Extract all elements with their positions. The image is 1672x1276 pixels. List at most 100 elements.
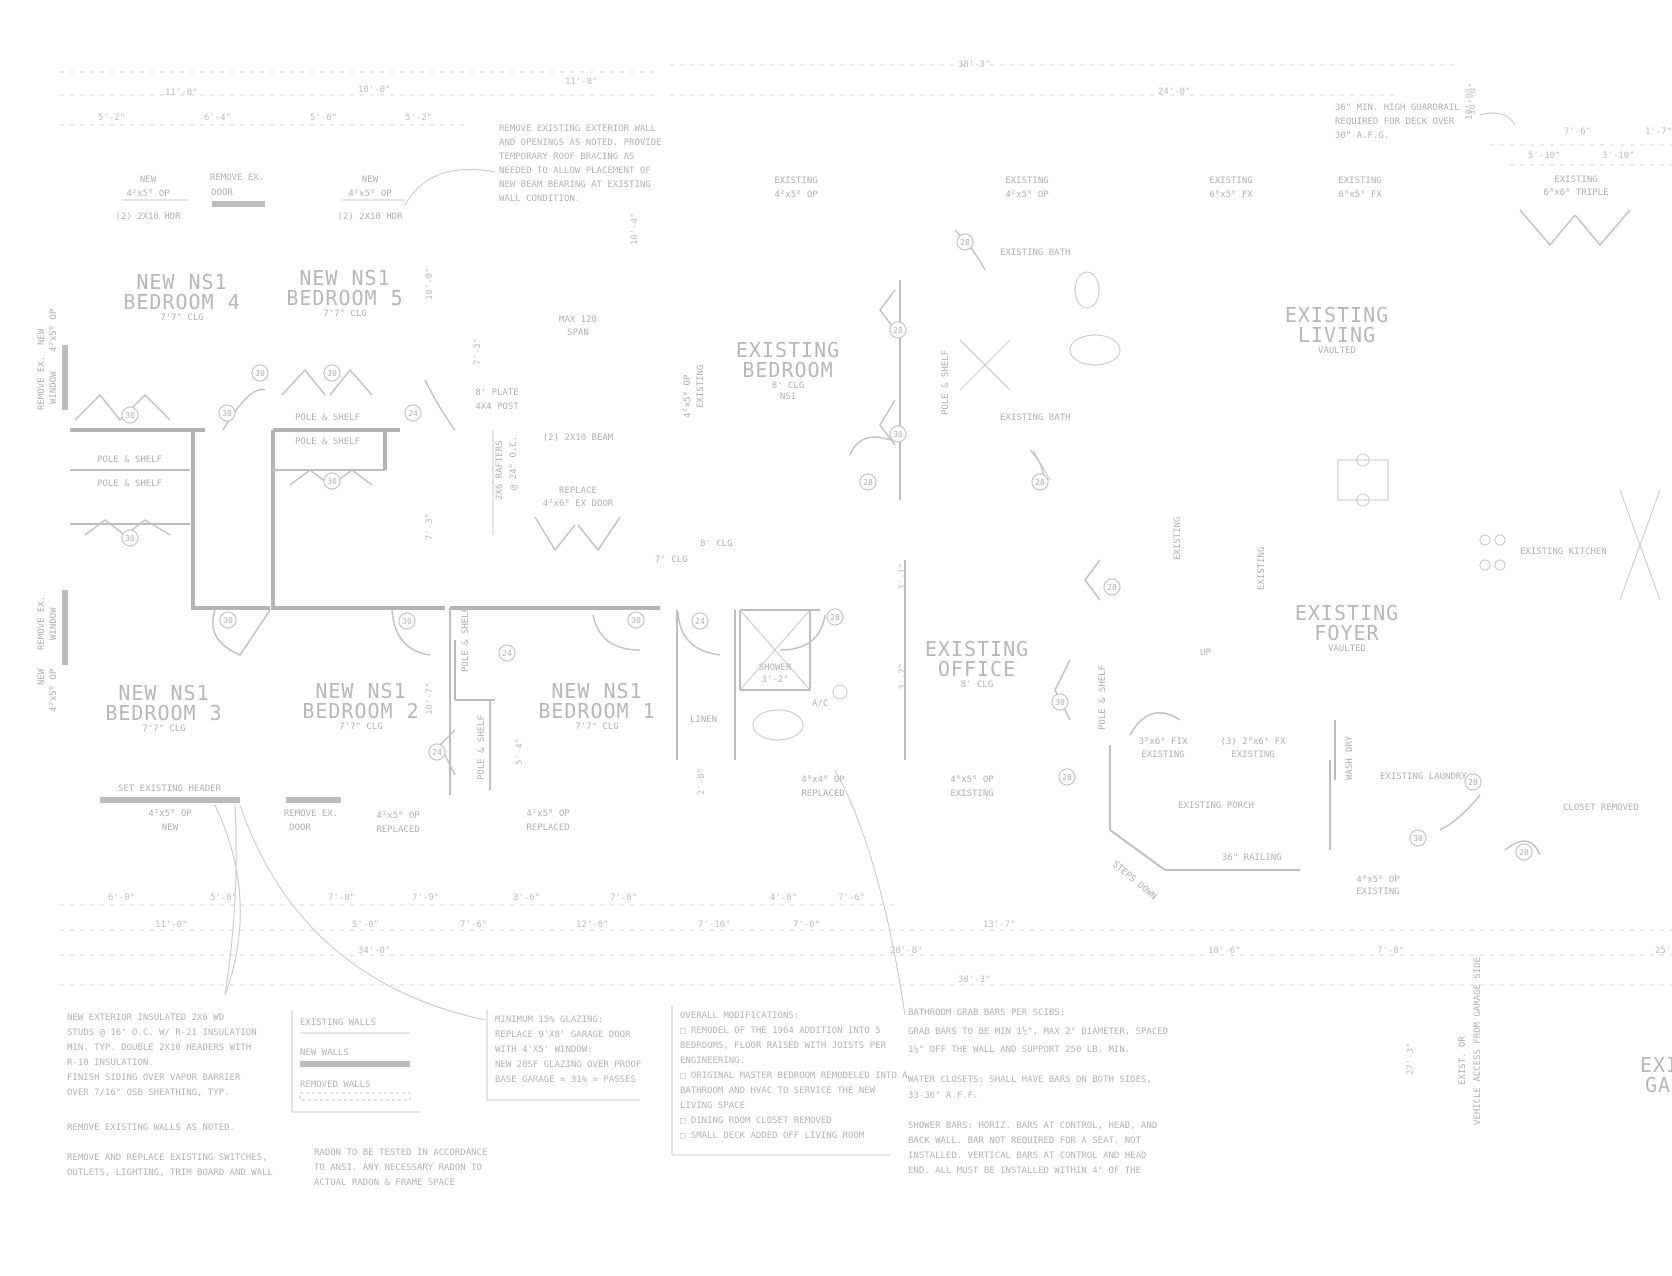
shelf-label: POLE & SHELF [295, 437, 360, 447]
wall-legend: EXISTING WALLS NEW WALLS REMOVED WALLS [291, 1010, 420, 1113]
header-label: (2) 2X10 HDR [337, 212, 403, 222]
note-line: NEW BEAM BEARING AT EXISTING [499, 180, 651, 190]
removed-wall-hatch [286, 797, 341, 803]
legend-new-label: NEW WALLS [300, 1048, 349, 1058]
note-line: STUDS @ 16" O.C. W/ R-21 INSULATION [67, 1028, 257, 1038]
window-label: EXISTING [1356, 887, 1399, 897]
dim-label: 34'-0" [358, 946, 391, 956]
dim-label: 7'-6" [1564, 127, 1591, 137]
door-label: REMOVE EX. [284, 809, 338, 819]
dim-label: 3'-1" [898, 563, 908, 590]
room-existing-bedroom: EXISTING BEDROOM 8' CLG NS1 [736, 338, 840, 402]
door-tag: 24 [691, 612, 709, 630]
svg-text:24: 24 [408, 409, 418, 418]
shelf-label: POLE & SHELF [97, 455, 162, 465]
window-label: WINDOW [49, 607, 59, 640]
note-line: □ DINING ROOM CLOSET REMOVED [680, 1116, 832, 1126]
note-line: BEDROOMS, FLOOR RAISED WITH JOISTS PER [680, 1041, 886, 1051]
dim-label: 5'-0" [352, 920, 379, 930]
window-label: EXISTING [1005, 176, 1048, 186]
window-label: EXISTING [950, 789, 993, 799]
remove-label: DOOR [211, 188, 233, 198]
span-label: MAX 120 [559, 315, 597, 325]
existing-label: EXISTING [1257, 547, 1267, 590]
note-line: INSTALLED. VERTICAL BARS AT CONTROL AND … [908, 1151, 1146, 1161]
wash-label: WASH [1345, 758, 1355, 780]
plate-label: 8' PLATE [475, 388, 518, 398]
note-line: □ SMALL DECK ADDED OFF LIVING ROOM [680, 1131, 865, 1141]
room-name: EXISTING [736, 338, 840, 362]
dim-label: 10'-0" [358, 85, 391, 95]
svg-text:28: 28 [863, 478, 873, 487]
room-bedroom-1: NEW NS1 BEDROOM 1 7'7" CLG [538, 679, 654, 732]
svg-text:30: 30 [125, 411, 135, 420]
dim-label: 10'-7" [425, 682, 435, 715]
room-name: BEDROOM 5 [286, 286, 403, 310]
shelf-label: POLE & SHELF [477, 715, 487, 780]
svg-text:28: 28 [1468, 778, 1478, 787]
note-line: OVERALL MODIFICATIONS: [680, 1011, 799, 1021]
door-tag: 30 [1051, 693, 1069, 711]
window-label: 6⁰x5⁰ FX [1338, 190, 1382, 200]
room-ceiling: 7'7" CLG [323, 309, 366, 319]
room-name: FOYER [1314, 621, 1379, 645]
window-label: 4²x5⁰ OP [683, 374, 693, 418]
shelf-label: POLE & SHELF [1098, 665, 1108, 730]
dim-label: 1'-7" [1645, 127, 1672, 137]
svg-text:30: 30 [402, 617, 412, 626]
dim-label: 24'-0" [1158, 87, 1191, 97]
window-label: REPLACED [801, 789, 844, 799]
door-tag: 30 [323, 472, 341, 490]
rafter-label: @ 24" O.C. [509, 436, 519, 490]
note-line: BACK WALL. BAR NOT REQUIRED FOR A SEAT. … [908, 1136, 1142, 1146]
window-label: EXISTING [1141, 750, 1184, 760]
door-tag: 30 [398, 612, 416, 630]
dim-label: 28'-8" [890, 946, 923, 956]
window-label: NEW [37, 328, 47, 345]
door-tag: 30 [323, 364, 341, 382]
bath-label: EXISTING BATH [1000, 248, 1070, 258]
dim-label: 5'-2" [405, 113, 432, 123]
note-line: □ REMODEL OF THE 1964 ADDITION INTO 5 [680, 1026, 880, 1036]
dim-label: 13'-7" [983, 920, 1016, 930]
removed-wall-hatch [62, 345, 68, 410]
kitchen-label: EXISTING KITCHEN [1520, 547, 1607, 557]
dim-label: 7'-9" [412, 893, 439, 903]
door-tag: 24 [498, 644, 516, 662]
door-tag: 28 [1058, 768, 1076, 786]
room-ceiling: 7'7" CLG [142, 724, 185, 734]
dim-label: 7'-0" [328, 893, 355, 903]
ac-label: A/C [812, 699, 828, 709]
door-tag: 28 [859, 473, 877, 491]
note-line: REMOVE EXISTING WALLS AS NOTED. [67, 1123, 235, 1133]
room-name: GA [1645, 1073, 1671, 1097]
room-bedroom-2: NEW NS1 BEDROOM 2 7'7" CLG [302, 679, 419, 732]
svg-text:30: 30 [125, 534, 135, 543]
room-tag: NS1 [780, 392, 796, 402]
shelf-label: POLE & SHELF [461, 607, 471, 672]
room-name: EXI [1640, 1053, 1672, 1077]
guardrail-note: 36" MIN. HIGH GUARDRAIL [1335, 103, 1460, 113]
dimension-labels-bottom: 6'-0" 5'-0" 7'-0" 7'-9" 3'-6" 7'-0" 4'-0… [108, 893, 1672, 985]
window-label: (3) 2⁰x6⁰ FX [1220, 737, 1286, 747]
dim-label: 25'- [1655, 946, 1672, 956]
room-ceiling: 7'7" CLG [160, 313, 203, 323]
dim-label: 7'-10" [698, 920, 731, 930]
room-name: BEDROOM 4 [123, 290, 240, 314]
door-tag: 28 [826, 608, 844, 626]
dimension-labels-top: 11'-0" 10'-0" 11'-8" 38'-3" 24'-0" 5'-2"… [98, 60, 1672, 161]
note-line: MINIMUM 15% GLAZING: [495, 1015, 603, 1025]
note-radon: RADON TO BE TESTED IN ACCORDANCE TO ANSI… [314, 1148, 487, 1188]
removed-wall-hatch [212, 201, 265, 207]
room-name: LIVING [1298, 323, 1376, 347]
note-line: BATHROOM AND HVAC TO SERVICE THE NEW [680, 1086, 876, 1096]
door-label: REPLACE [559, 486, 597, 496]
svg-text:30: 30 [222, 409, 232, 418]
shelf-label: POLE & SHELF [295, 413, 360, 423]
room-name: BEDROOM 2 [302, 699, 419, 723]
dim-label: 5'-10" [1528, 151, 1561, 161]
dim-label: 10'-0" [1465, 87, 1475, 120]
window-label: 4²x5⁰ OP [148, 809, 192, 819]
dimension-lines-bottom [60, 904, 1672, 986]
window-label: EXISTING [1338, 176, 1381, 186]
